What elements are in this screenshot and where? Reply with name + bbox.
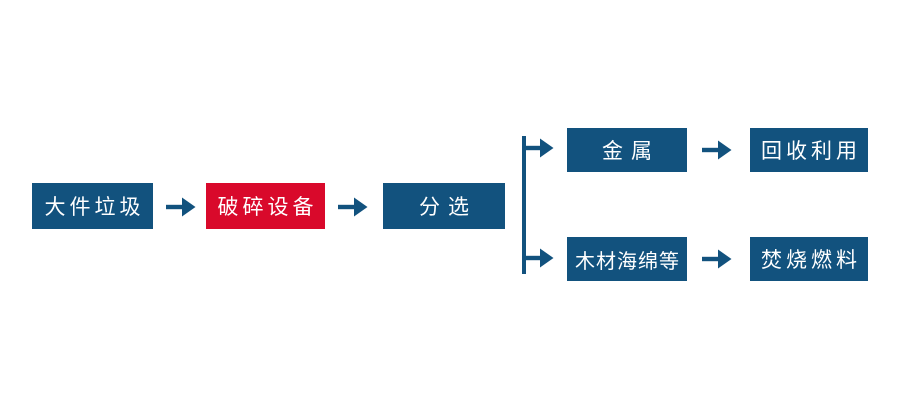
- flow-arrow-icon: [338, 197, 368, 217]
- node-sorting-label: 分选: [419, 196, 477, 219]
- node-bulky-waste: 大件垃圾: [32, 183, 153, 229]
- node-wood-sponge: 木材海绵等: [567, 237, 687, 281]
- node-bulky-waste-label: 大件垃圾: [44, 196, 145, 219]
- node-recycling-label: 回收利用: [761, 140, 861, 163]
- branch-line: [522, 136, 526, 274]
- node-metal: 金属: [567, 128, 687, 172]
- node-incineration-fuel: 焚烧燃料: [750, 237, 868, 281]
- node-recycling: 回收利用: [750, 128, 868, 172]
- node-crushing-equipment: 破碎设备: [206, 183, 325, 229]
- flow-arrow-icon: [702, 249, 732, 269]
- branch-arrow-bottom-icon: [524, 248, 554, 268]
- flow-arrow-icon: [166, 197, 196, 217]
- flow-arrow-icon: [702, 140, 732, 160]
- branch-arrow-top-icon: [524, 138, 554, 158]
- node-incineration-fuel-label: 焚烧燃料: [761, 249, 861, 272]
- node-sorting: 分选: [383, 183, 505, 229]
- node-wood-sponge-label: 木材海绵等: [575, 250, 680, 273]
- node-crushing-equipment-label: 破碎设备: [217, 196, 318, 219]
- node-metal-label: 金属: [602, 140, 660, 163]
